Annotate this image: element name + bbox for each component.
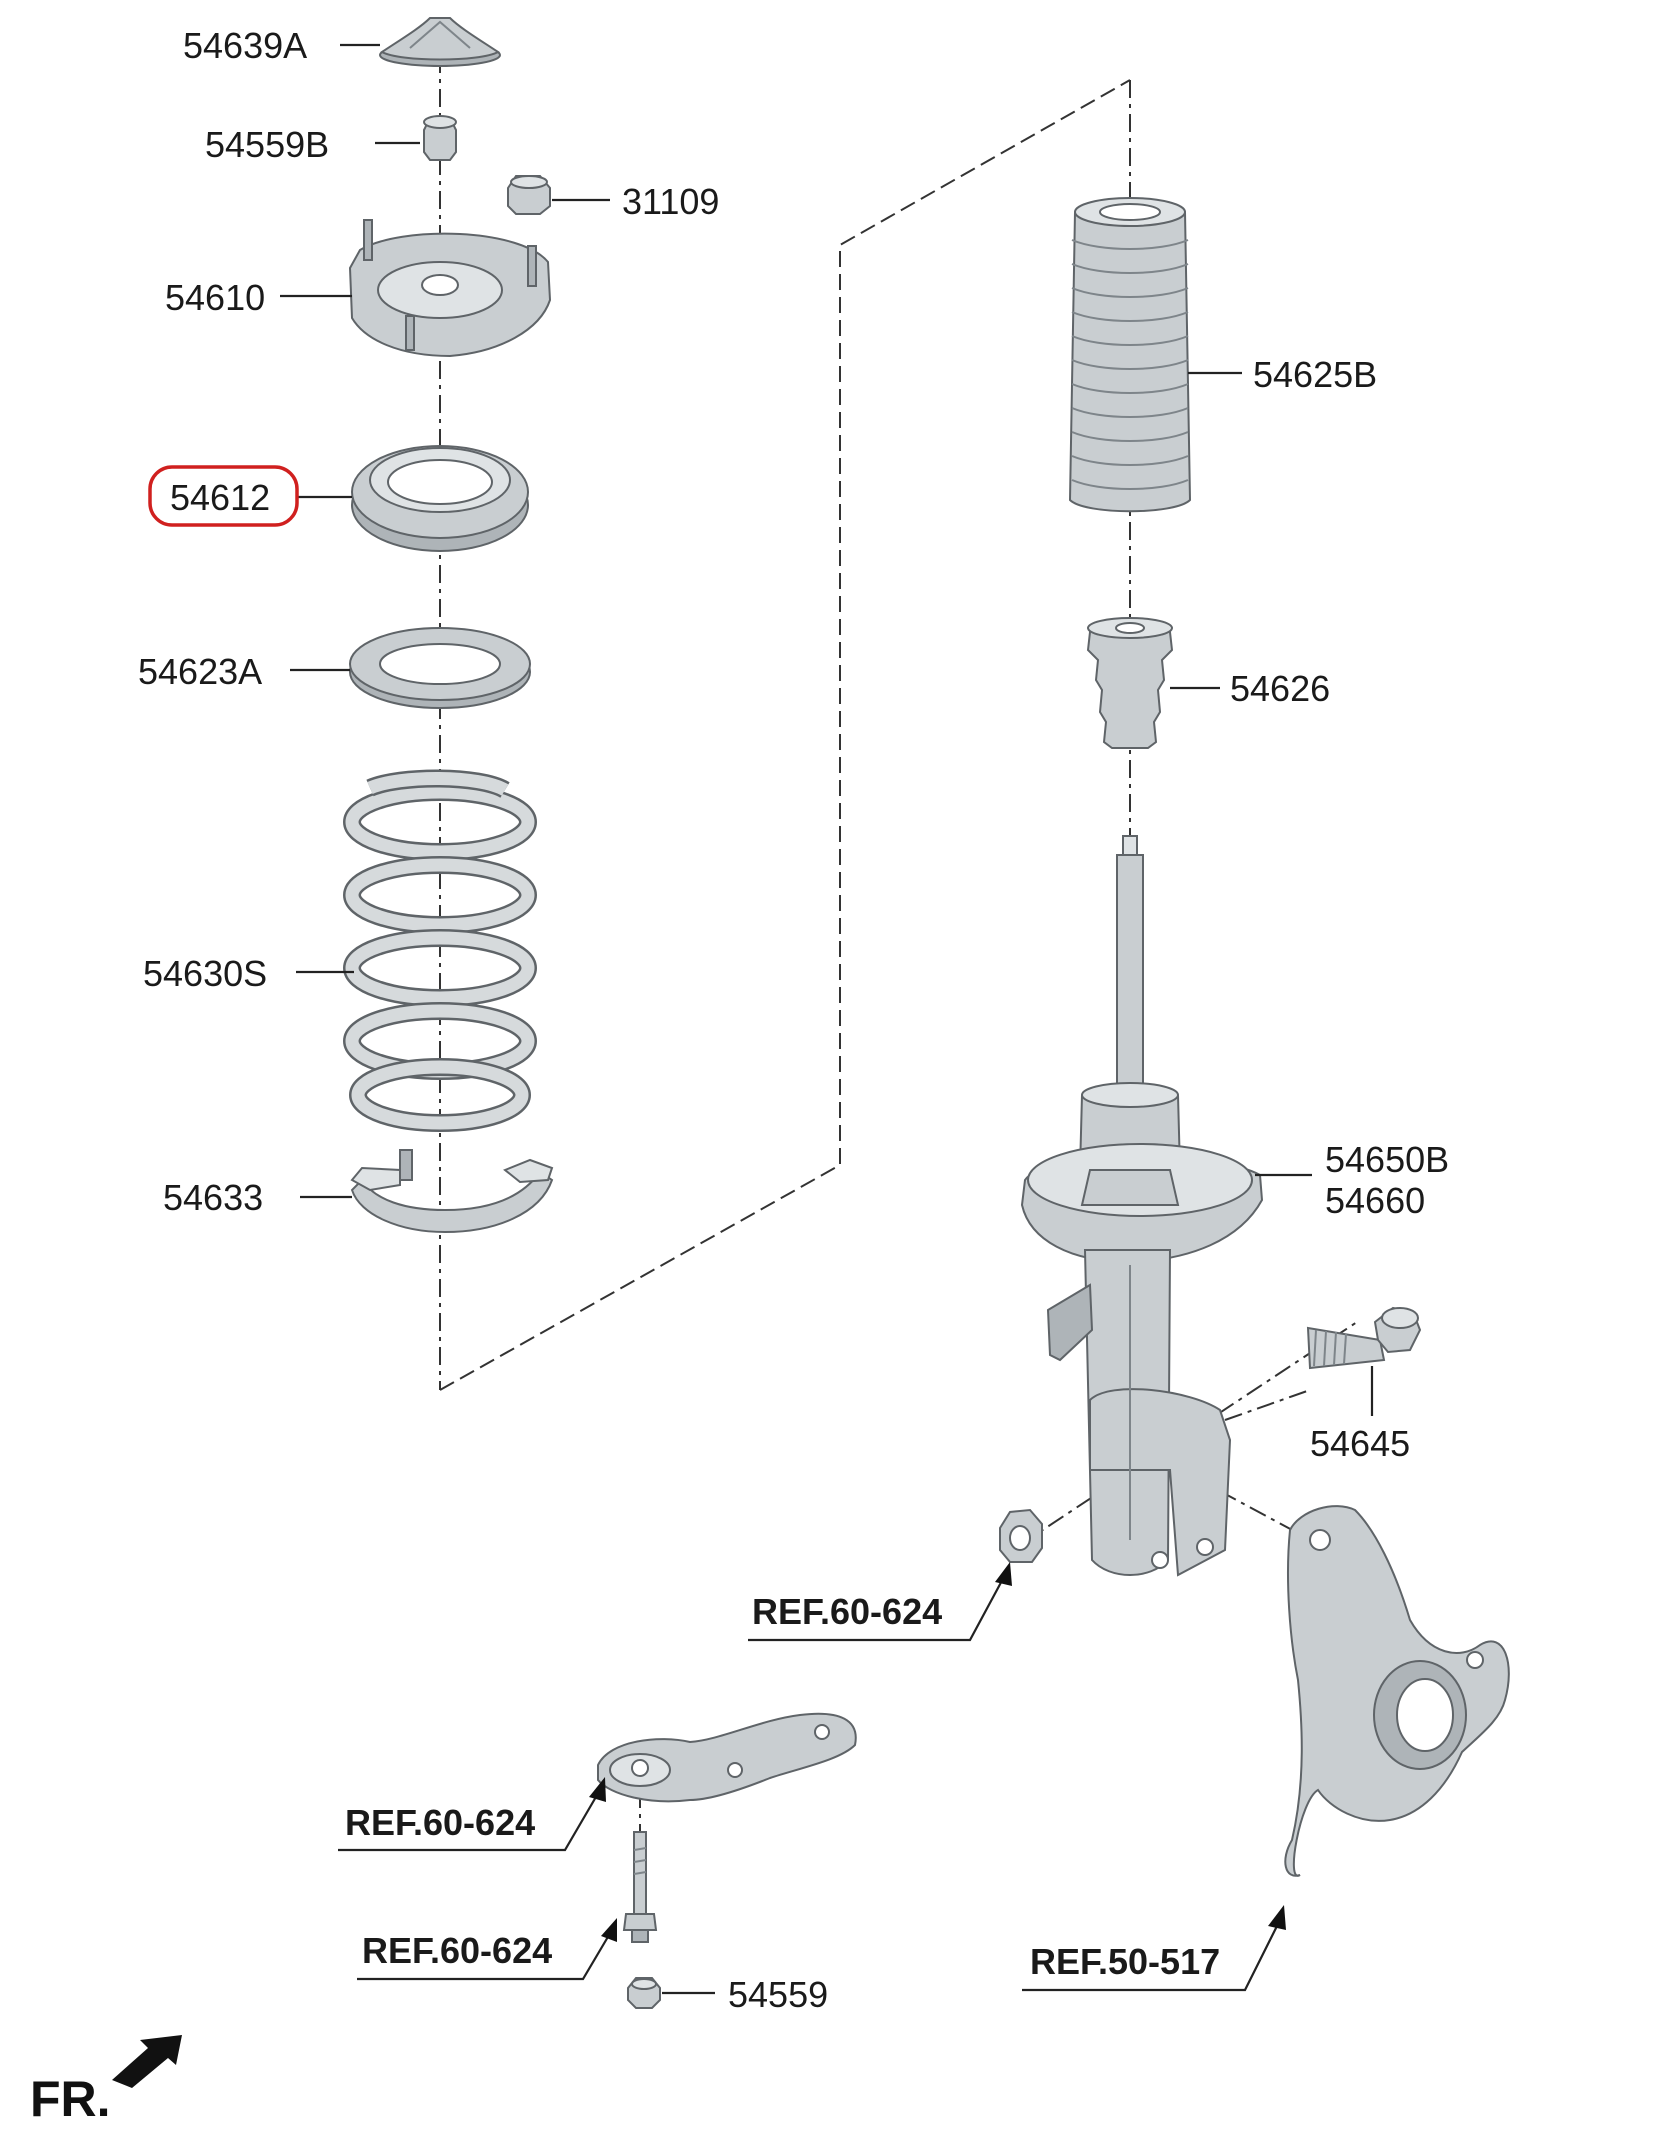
part-54626-bump-stopper: [1086, 617, 1174, 749]
label-ref-bolt[interactable]: REF.60-624: [362, 1930, 552, 1971]
label-54645: 54645: [1310, 1423, 1410, 1464]
label-54559B: 54559B: [205, 124, 329, 165]
label-54610: 54610: [165, 277, 265, 318]
part-54650B-strut-assembly: [1020, 835, 1264, 1577]
part-stabilizer-bracket: [597, 1712, 857, 1803]
part-54630S-coil-spring: [343, 769, 537, 1132]
front-direction-label: FR.: [30, 2071, 111, 2127]
label-54623A: 54623A: [138, 651, 262, 692]
part-54612-bearing: [351, 445, 529, 552]
label-31109: 31109: [622, 181, 719, 222]
label-ref-nut[interactable]: REF.60-624: [752, 1591, 942, 1632]
part-stabilizer-bolt: [622, 1831, 658, 1943]
label-54630S: 54630S: [143, 953, 267, 994]
label-54626: 54626: [1230, 668, 1330, 709]
highlight-54612[interactable]: [148, 465, 299, 527]
label-54633: 54633: [163, 1177, 263, 1218]
front-direction-arrow-icon: [112, 2035, 182, 2088]
part-54645-bolt: [1306, 1306, 1422, 1370]
part-31109-nut: [507, 175, 551, 215]
part-54610-strut-mount: [348, 219, 552, 358]
label-ref-knuckle[interactable]: REF.50-517: [1030, 1941, 1220, 1982]
part-steering-knuckle: [1284, 1505, 1510, 1877]
part-54633-lower-spring-seat: [350, 1149, 554, 1234]
label-ref-arm[interactable]: REF.60-624: [345, 1802, 535, 1843]
label-54625B: 54625B: [1253, 354, 1377, 395]
part-54559-nut: [627, 1977, 661, 2009]
part-54623A-spring-pad: [349, 627, 531, 709]
assembly-lines: [439, 55, 1361, 1850]
label-54559: 54559: [728, 1974, 828, 2015]
part-54625B-dust-boot: [1068, 197, 1192, 513]
part-flange-nut: [999, 1508, 1043, 1563]
part-54559B-nut: [423, 115, 457, 161]
label-54660: 54660: [1325, 1180, 1425, 1221]
label-54639A: 54639A: [183, 25, 307, 66]
part-54639A-cap: [379, 17, 501, 67]
label-54650B: 54650B: [1325, 1139, 1449, 1180]
label-54612[interactable]: 54612: [170, 477, 270, 518]
